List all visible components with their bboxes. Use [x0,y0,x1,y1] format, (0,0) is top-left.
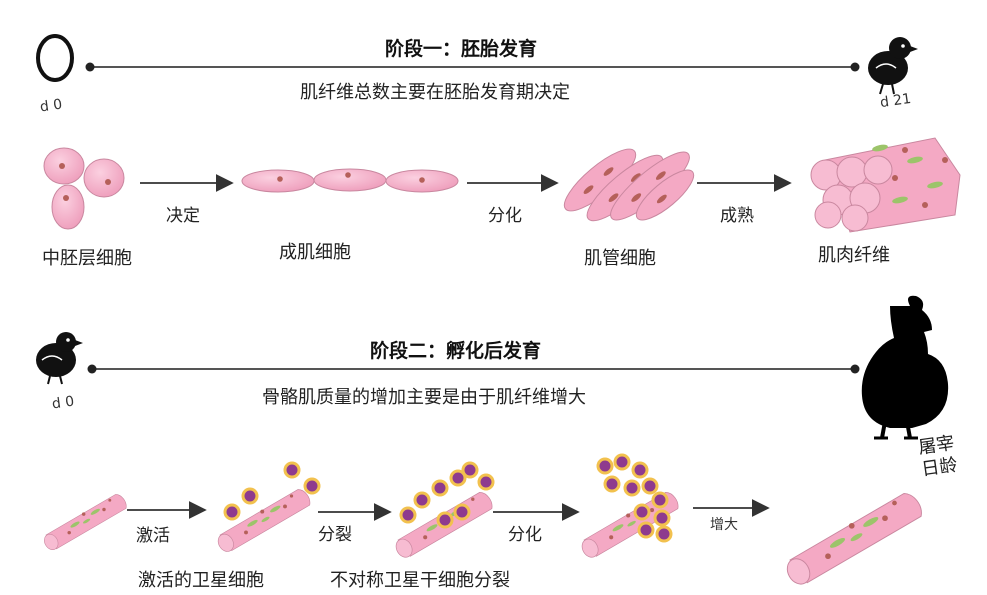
muscle-fiber-enlarged [782,493,922,589]
stage2-subtitle: 骨骼肌质量的增加主要是由于肌纤维增大 [262,387,586,408]
egg-icon [36,34,74,82]
chicken-icon [861,295,949,440]
muscle-fiber-1 [41,494,127,553]
caption-activated-satellite: 激活的卫星细胞 [138,570,264,591]
label-muscle-fiber: 肌肉纤维 [818,245,890,266]
stage1-timeline [85,62,860,72]
stage1-subtitle: 肌纤维总数主要在胚胎发育期决定 [300,82,570,103]
stage2-timeline [87,364,860,374]
stage1-title: 阶段一：胚胎发育 [385,38,538,60]
fiber-dividing-satellite [392,461,495,561]
arrow-label-activate: 激活 [136,526,170,546]
arrow-label-differentiate: 分化 [488,206,522,226]
arrow-label-divide: 分裂 [318,525,352,545]
stage2-start-label: d 0 [50,393,76,413]
arrow-label-enlarge: 增大 [710,517,738,533]
chick-icon [868,37,918,95]
label-myotube: 肌管细胞 [584,248,656,269]
fiber-differentiating [578,453,679,561]
stage2-end-label: 屠宰 日龄 [917,432,959,481]
muscle-fiber-bundle [810,137,961,233]
fiber-activated-satellite [214,461,321,555]
myoblast-cells [241,168,459,193]
caption-asymmetric-division: 不对称卫星干细胞分裂 [330,570,510,591]
label-myoblast: 成肌细胞 [279,242,351,263]
myotube-cells [563,148,695,222]
arrow-label-differentiate-2: 分化 [508,525,542,545]
mesoderm-cells [43,147,125,230]
stage2-title: 阶段二：孵化后发育 [370,340,542,362]
chick-icon-start [36,332,83,385]
arrow-label-determine: 决定 [166,206,200,226]
label-mesoderm-cell: 中胚层细胞 [42,248,132,269]
arrow-label-mature: 成熟 [720,206,754,226]
stage1-start-label: d 0 [38,96,64,116]
